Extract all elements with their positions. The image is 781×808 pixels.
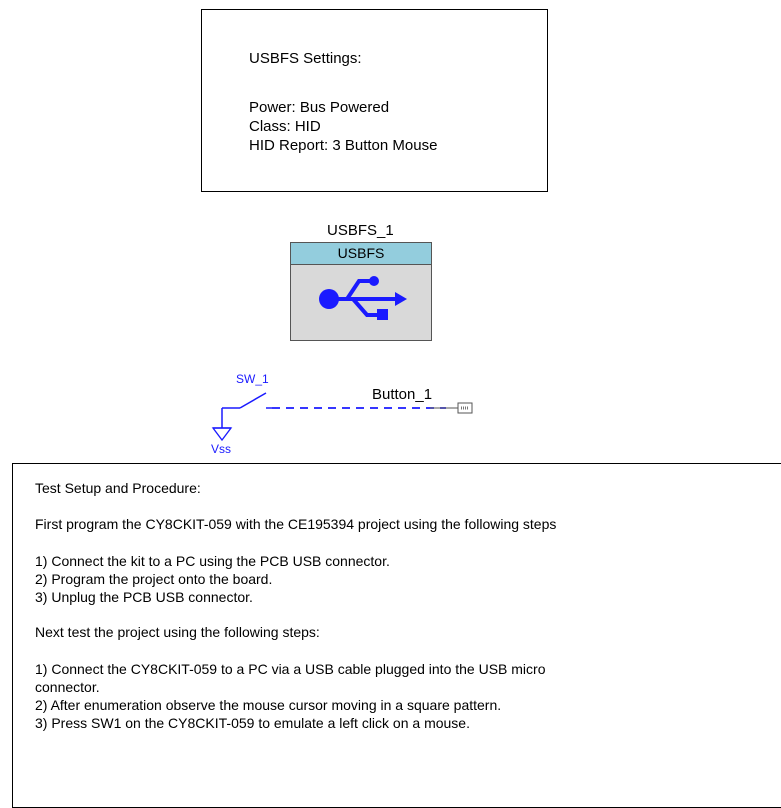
component-type-label: USBFS (291, 243, 431, 265)
test-step: connector. (35, 679, 100, 695)
test-step: 1) Connect the CY8CKIT-059 to a PC via a… (35, 661, 546, 677)
setting-class: Class: HID (249, 118, 321, 135)
notes-intro: First program the CY8CKIT-059 with the C… (35, 516, 557, 532)
switch-label: SW_1 (236, 372, 269, 386)
test-intro: Next test the project using the followin… (35, 624, 320, 640)
program-step: 1) Connect the kit to a PC using the PCB… (35, 553, 390, 569)
usb-icon (319, 276, 407, 320)
program-step: 3) Unplug the PCB USB connector. (35, 589, 253, 605)
switch-arm (239, 392, 267, 409)
test-step: 3) Press SW1 on the CY8CKIT-059 to emula… (35, 715, 470, 731)
program-steps: 1) Connect the kit to a PC using the PCB… (35, 552, 390, 606)
ground-symbol-icon (211, 427, 233, 442)
settings-heading: USBFS Settings: (249, 50, 362, 67)
setting-power: Power: Bus Powered (249, 99, 390, 116)
setting-hid-report: HID Report: 3 Button Mouse (249, 137, 438, 154)
usbfs-component[interactable]: USBFS (290, 242, 432, 341)
settings-annotation: USBFS Settings: Power: Bus Powered Class… (201, 9, 548, 192)
component-instance-name: USBFS_1 (327, 222, 394, 239)
pin-label: Button_1 (372, 386, 433, 403)
ground-label: Vss (211, 442, 232, 456)
test-step: 2) After enumeration observe the mouse c… (35, 697, 502, 713)
settings-lines: Power: Bus Powered Class: HID HID Report… (249, 98, 437, 155)
test-procedure-annotation: Test Setup and Procedure: First program … (12, 463, 781, 808)
test-steps: 1) Connect the CY8CKIT-059 to a PC via a… (35, 660, 546, 732)
program-step: 2) Program the project onto the board. (35, 571, 273, 587)
switch-schematic (211, 392, 473, 442)
notes-title: Test Setup and Procedure: (35, 480, 201, 496)
